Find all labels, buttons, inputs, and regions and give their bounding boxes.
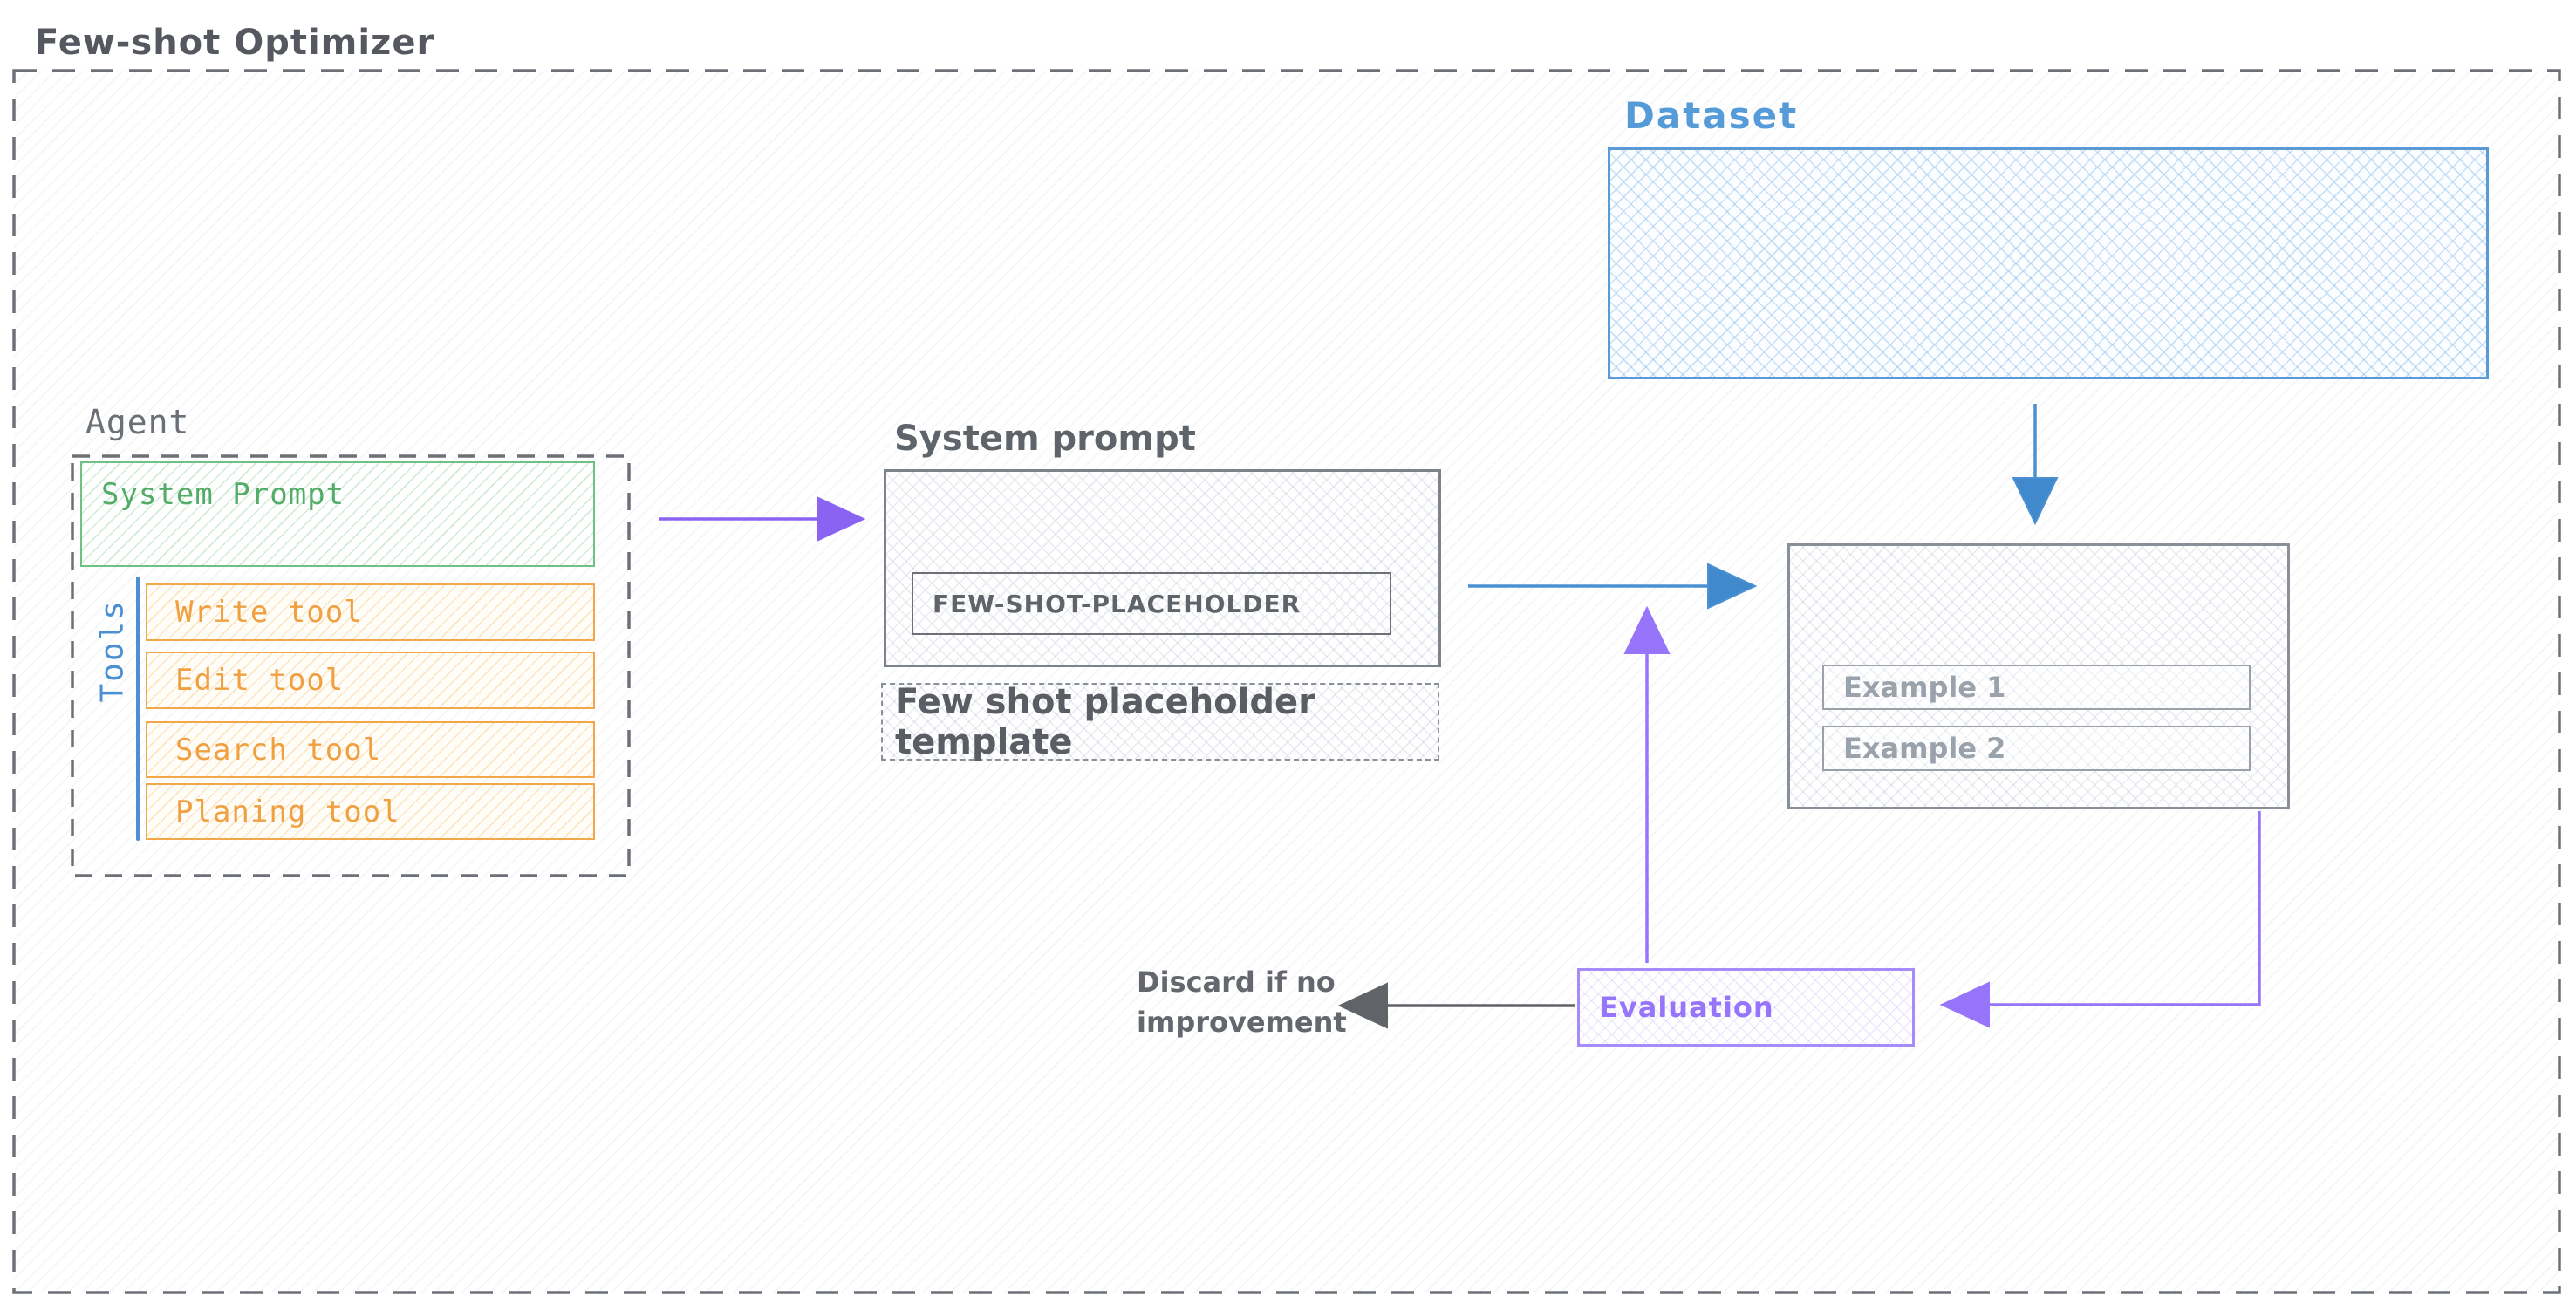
tools-group-label: Tools bbox=[94, 599, 131, 703]
arrow-dataset-to-examples bbox=[2012, 404, 2059, 526]
tool-box-edit: Edit tool bbox=[146, 652, 595, 709]
tool-box-search: Search tool bbox=[146, 721, 595, 778]
arrow-evaluation-to-discard bbox=[1337, 982, 1575, 1029]
discard-note: Discard if no improvement bbox=[1137, 962, 1347, 1043]
evaluation-box: Evaluation bbox=[1577, 968, 1915, 1047]
few-shot-placeholder-box: FEW-SHOT-PLACEHOLDER bbox=[912, 572, 1391, 635]
optimizer-frame-border bbox=[12, 69, 2561, 1294]
arrow-agent-to-system-prompt bbox=[659, 496, 866, 542]
tools-bracket-line bbox=[136, 577, 140, 841]
arrow-system-prompt-to-examples bbox=[1468, 563, 1758, 610]
example-1-box: Example 1 bbox=[1822, 665, 2251, 710]
tool-box-planing: Planing tool bbox=[146, 783, 595, 840]
tool-box-write: Write tool bbox=[146, 583, 595, 641]
dataset-label: Dataset bbox=[1624, 94, 1799, 137]
page-title: Few-shot Optimizer bbox=[35, 23, 435, 63]
system-prompt-label: System prompt bbox=[894, 419, 1196, 459]
system-prompt-box bbox=[884, 469, 1441, 667]
discard-note-line2: improvement bbox=[1137, 1006, 1347, 1040]
few-shot-template-caption-box: Few shot placeholder template bbox=[881, 682, 1439, 762]
example-2-box: Example 2 bbox=[1822, 726, 2251, 771]
agent-frame-border bbox=[71, 454, 631, 877]
dataset-box bbox=[1608, 147, 2489, 379]
agent-label: Agent bbox=[85, 403, 190, 441]
agent-system-prompt-box: System Prompt bbox=[80, 461, 595, 567]
arrow-examples-to-evaluation bbox=[1939, 811, 2261, 1028]
examples-box bbox=[1787, 543, 2290, 809]
discard-note-line1: Discard if no bbox=[1137, 965, 1336, 999]
arrow-evaluation-to-loop bbox=[1623, 605, 1671, 963]
